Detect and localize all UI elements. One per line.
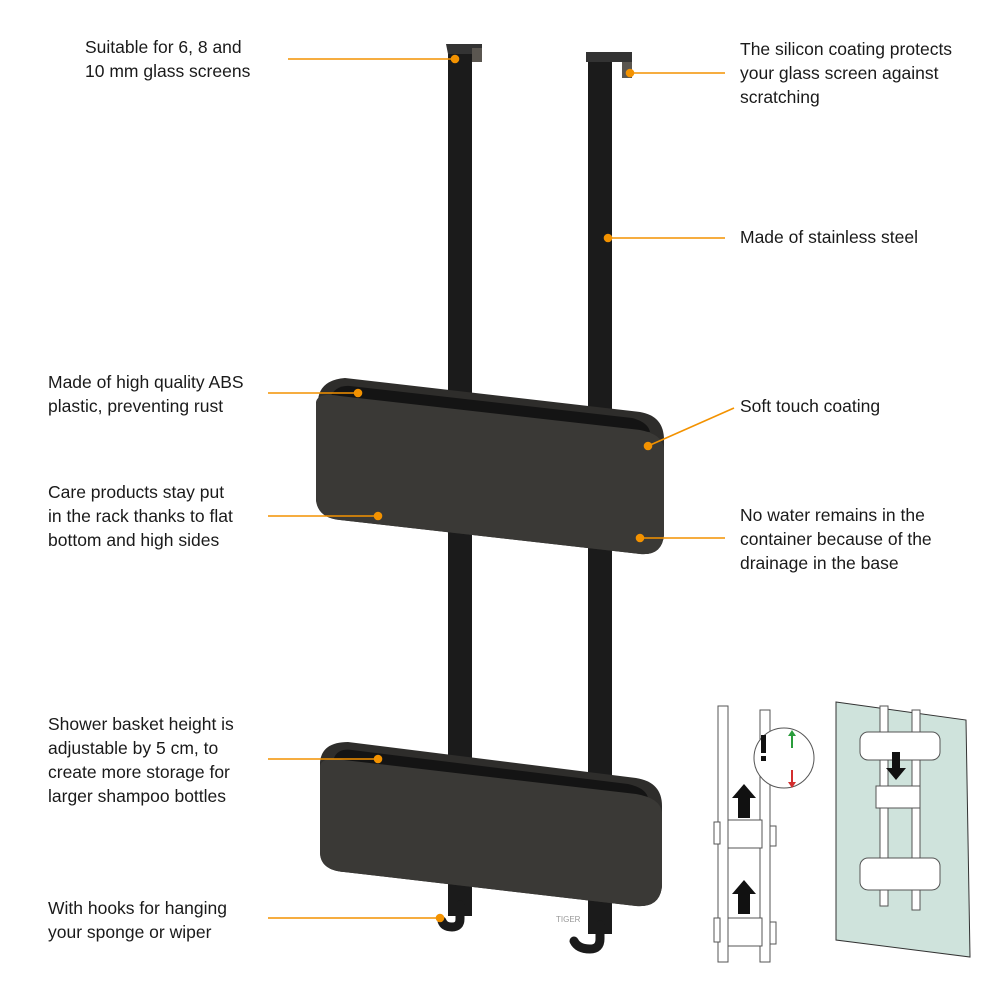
callout-hooks: With hooks for hanging your sponge or wi…	[48, 898, 227, 942]
installation-diagram-glass	[835, 701, 971, 958]
arrow-up-icon	[732, 784, 756, 818]
callout-abs-plastic: Made of high quality ABS plastic, preven…	[48, 372, 244, 416]
callout-lines	[268, 54, 735, 923]
arrow-down-icon	[886, 752, 906, 780]
callout-glass-thickness: Suitable for 6, 8 and 10 mm glass screen…	[85, 37, 251, 81]
hooks	[437, 900, 605, 954]
lower-basket: TIGER	[320, 742, 662, 924]
callout-silicon-coating: The silicon coating protects your glass …	[740, 39, 953, 107]
upper-basket	[316, 378, 664, 555]
tiger-logo: TIGER	[556, 915, 581, 924]
arrow-up-icon	[732, 880, 756, 914]
callout-stainless-steel: Made of stainless steel	[740, 227, 919, 247]
callout-soft-touch: Soft touch coating	[740, 396, 881, 416]
callout-drainage: No water remains in the container becaus…	[740, 505, 932, 573]
callout-adjustable-height: Shower basket height is adjustable by 5 …	[48, 714, 234, 806]
callout-flat-bottom: Care products stay put in the rack thank…	[48, 482, 233, 550]
installation-diagram-adjust	[713, 705, 815, 963]
